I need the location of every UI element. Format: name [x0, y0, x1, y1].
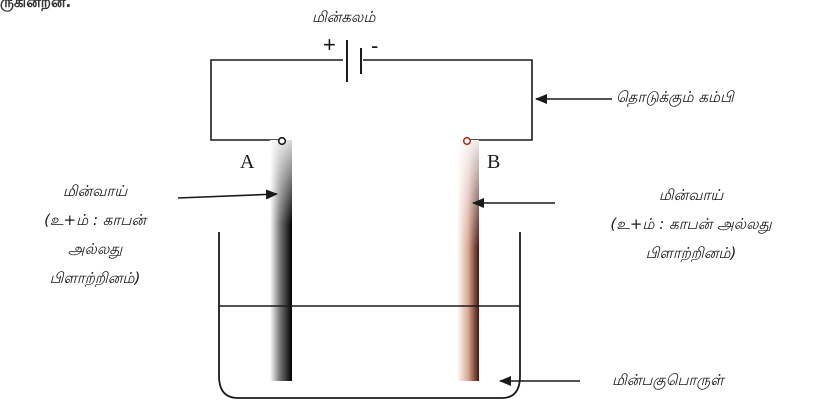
electrode-a-label-line: அல்லது	[67, 240, 123, 258]
header-fragment: ருகின்றன.	[0, 0, 72, 11]
battery-label: மின்கலம்	[312, 8, 376, 26]
beaker	[218, 232, 521, 399]
electrode-b-letter: B	[487, 151, 501, 173]
wire-label: தொடுக்கும் கம்பி	[616, 88, 734, 106]
electrode-a-arrow	[177, 189, 278, 200]
connecting-wire-right	[363, 59, 533, 141]
electrode-a-label-line: பிளாற்றினம்)	[49, 269, 141, 287]
electrode-b-label-line: மின்வாய்	[658, 186, 724, 204]
battery-minus-sign: -	[371, 33, 379, 58]
electrode-b-label: மின்வாய் (உ+ம் : காபன் அல்லது பிளாற்றினம…	[566, 181, 816, 268]
electrode-b-label-line: பிளாற்றினம்)	[645, 244, 737, 262]
terminal-a	[277, 136, 287, 146]
terminal-b	[462, 136, 472, 146]
battery-plus-sign: +	[323, 32, 336, 57]
connecting-wire	[210, 59, 343, 141]
electrode-a-letter: A	[240, 151, 255, 173]
electrode-b-label-line: (உ+ம் : காபன் அல்லது	[610, 215, 772, 233]
electrode-a-label: மின்வாய் (உ+ம் : காபன் அல்லது பிளாற்றினம…	[20, 177, 170, 293]
electrode-a-label-line: மின்வாய்	[62, 182, 128, 200]
electrode-a-label-line: (உ+ம் : காபன்	[44, 211, 146, 229]
electrolyte-label: மின்பகுபொருள்	[612, 371, 724, 389]
